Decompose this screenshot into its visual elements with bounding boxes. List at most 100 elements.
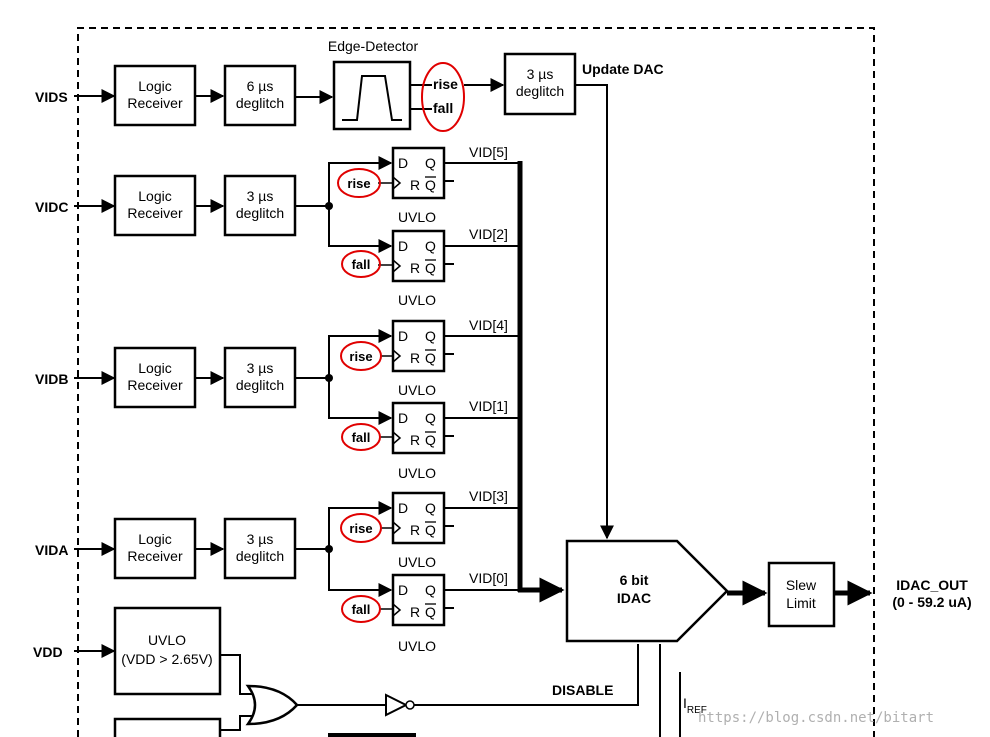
svg-text:Q: Q xyxy=(425,260,436,276)
svg-text:deglitch: deglitch xyxy=(516,83,564,99)
edge-detector-title: Edge-Detector xyxy=(328,38,419,54)
svg-text:6 bit: 6 bit xyxy=(620,572,649,588)
svg-text:R: R xyxy=(410,522,420,538)
svg-text:Logic: Logic xyxy=(138,188,171,204)
svg-text:Q: Q xyxy=(425,432,436,448)
svg-text:Q: Q xyxy=(425,410,436,426)
svg-text:D: D xyxy=(398,155,408,171)
or-gate xyxy=(245,684,299,726)
svg-text:UVLO: UVLO xyxy=(148,632,186,648)
svg-text:Logic: Logic xyxy=(138,531,171,547)
svg-text:R: R xyxy=(410,350,420,366)
flipflop-vid4: D Q R Q xyxy=(391,319,446,373)
uvlo-label-vid0: UVLO xyxy=(398,638,436,654)
svg-text:Q: Q xyxy=(425,582,436,598)
svg-text:3 µs: 3 µs xyxy=(247,188,274,204)
rise-fall-highlight xyxy=(421,62,465,132)
rise-label-vid4: rise xyxy=(349,349,372,364)
svg-text:D: D xyxy=(398,582,408,598)
deglitch-3us-update: 3 µs deglitch xyxy=(503,52,577,116)
svg-text:R: R xyxy=(410,432,420,448)
svg-text:deglitch: deglitch xyxy=(236,548,284,564)
svg-text:3 µs: 3 µs xyxy=(527,66,554,82)
iref-label: IREF xyxy=(683,695,707,716)
update-dac-label: Update DAC xyxy=(582,61,664,77)
svg-text:Q: Q xyxy=(425,238,436,254)
svg-text:Receiver: Receiver xyxy=(127,95,183,111)
output-range: (0 - 59.2 uA) xyxy=(892,594,971,610)
svg-text:Receiver: Receiver xyxy=(127,377,183,393)
svg-text:Q: Q xyxy=(425,177,436,193)
inverter xyxy=(385,693,409,717)
input-vdd: VDD xyxy=(33,644,63,660)
svg-text:Logic: Logic xyxy=(138,360,171,376)
fall-label-vid1: fall xyxy=(352,430,371,445)
uvlo-label-vid4: UVLO xyxy=(398,382,436,398)
svg-text:(VDD > 2.65V): (VDD > 2.65V) xyxy=(121,651,212,667)
input-vids: VIDS xyxy=(35,89,68,105)
svg-text:3 µs: 3 µs xyxy=(247,360,274,376)
svg-text:D: D xyxy=(398,500,408,516)
lower-block xyxy=(113,717,222,737)
vid3-label: VID[3] xyxy=(469,488,508,504)
chip-boundary xyxy=(77,27,875,737)
svg-text:Receiver: Receiver xyxy=(127,548,183,564)
flipflop-vid0: D Q R Q xyxy=(391,573,446,627)
vid5-label: VID[5] xyxy=(469,144,508,160)
vid0-label: VID[0] xyxy=(469,570,508,586)
logic-receiver-vids: Logic Receiver xyxy=(113,64,197,127)
svg-text:Q: Q xyxy=(425,328,436,344)
deglitch-vidb: 3 µs deglitch xyxy=(223,346,297,409)
fall-label-vid2: fall xyxy=(352,257,371,272)
uvlo-label-vid5: UVLO xyxy=(398,209,436,225)
svg-text:Q: Q xyxy=(425,155,436,171)
deglitch-vida: 3 µs deglitch xyxy=(223,517,297,580)
svg-text:3 µs: 3 µs xyxy=(247,531,274,547)
rise-label-vid5: rise xyxy=(347,176,370,191)
svg-text:deglitch: deglitch xyxy=(236,377,284,393)
watermark: https://blog.csdn.net/bitart xyxy=(698,710,934,726)
input-vidc: VIDC xyxy=(35,199,68,215)
edge-detector xyxy=(332,60,412,131)
svg-text:D: D xyxy=(398,328,408,344)
svg-text:Q: Q xyxy=(425,500,436,516)
svg-text:D: D xyxy=(398,410,408,426)
flipflop-vid5: D Q R Q xyxy=(391,146,446,200)
edge-rise-label: rise xyxy=(433,76,458,92)
output-label: IDAC_OUT xyxy=(896,577,968,593)
deglitch-6us: 6 µs deglitch xyxy=(223,64,297,127)
disable-label: DISABLE xyxy=(552,682,613,698)
edge-fall-label: fall xyxy=(433,100,453,116)
rise-label-vid3: rise xyxy=(349,521,372,536)
input-vidb: VIDB xyxy=(35,371,68,387)
vid4-label: VID[4] xyxy=(469,317,508,333)
logic-receiver-vidc: Logic Receiver xyxy=(113,174,197,237)
uvlo-label-vid1: UVLO xyxy=(398,465,436,481)
vid1-label: VID[1] xyxy=(469,398,508,414)
flipflop-vid3: D Q R Q xyxy=(391,491,446,545)
svg-text:Receiver: Receiver xyxy=(127,205,183,221)
logic-receiver-vidb: Logic Receiver xyxy=(113,346,197,409)
svg-text:6 µs: 6 µs xyxy=(247,78,274,94)
flipflop-vid1: D Q R Q xyxy=(391,401,446,455)
deglitch-vidc: 3 µs deglitch xyxy=(223,174,297,237)
svg-text:deglitch: deglitch xyxy=(236,205,284,221)
slew-limit-block: Slew Limit xyxy=(767,561,836,628)
svg-text:R: R xyxy=(410,260,420,276)
uvlo-block: UVLO (VDD > 2.65V) xyxy=(113,606,222,696)
svg-text:Logic: Logic xyxy=(138,78,171,94)
svg-text:R: R xyxy=(410,604,420,620)
svg-text:IDAC: IDAC xyxy=(617,590,651,606)
uvlo-label-vid2: UVLO xyxy=(398,292,436,308)
uvlo-label-vid3: UVLO xyxy=(398,554,436,570)
fall-label-vid0: fall xyxy=(352,602,371,617)
idac-block: 6 bit IDAC xyxy=(565,539,729,643)
logic-receiver-vida: Logic Receiver xyxy=(113,517,197,580)
svg-text:Q: Q xyxy=(425,604,436,620)
svg-text:Q: Q xyxy=(425,522,436,538)
vid2-label: VID[2] xyxy=(469,226,508,242)
svg-text:deglitch: deglitch xyxy=(236,95,284,111)
svg-text:Limit: Limit xyxy=(786,595,816,611)
flipflop-vid2: D Q R Q xyxy=(391,229,446,283)
